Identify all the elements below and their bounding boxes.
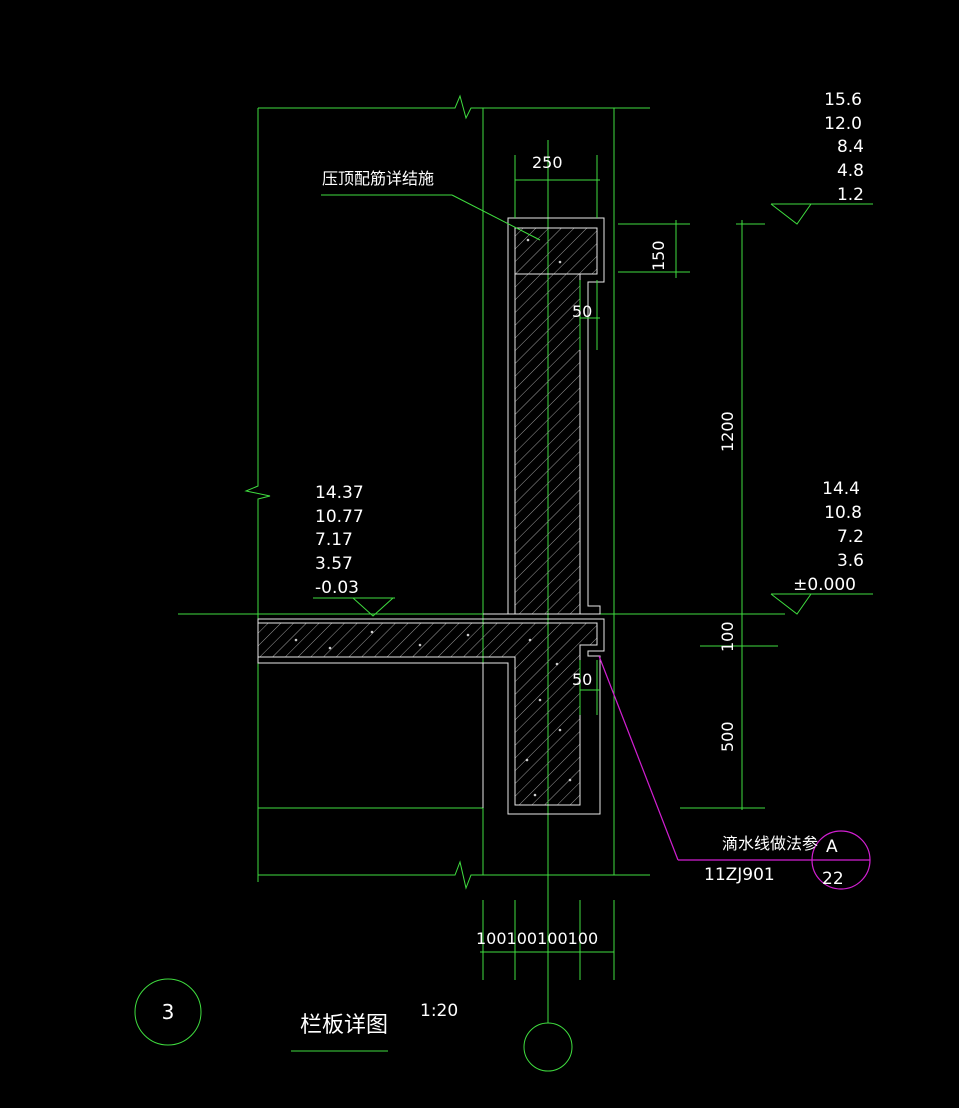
- drip-ref-code: 11ZJ901: [704, 865, 775, 885]
- dim-coping-height: 150: [649, 240, 668, 271]
- detail-number-circle: [134, 978, 202, 1046]
- svg-text:14.37: 14.37: [315, 483, 364, 503]
- svg-text:10.77: 10.77: [315, 507, 364, 527]
- svg-text:±0.000: ±0.000: [793, 575, 856, 595]
- dimension-lines: [480, 155, 778, 1023]
- coping-note-leader: [321, 194, 541, 241]
- coping-note: 压顶配筋详结施: [322, 169, 434, 188]
- level-mark-left: [313, 597, 395, 617]
- svg-text:15.6: 15.6: [824, 90, 862, 110]
- detail-scale: 1:20: [420, 1001, 458, 1021]
- level-mark-mid: [770, 593, 873, 615]
- svg-text:10.8: 10.8: [824, 503, 862, 523]
- svg-text:3.57: 3.57: [315, 554, 353, 574]
- drip-ref-number: 22: [822, 869, 844, 889]
- dim-slab-thickness: 100: [718, 621, 737, 652]
- svg-text:4.8: 4.8: [837, 161, 864, 181]
- detail-number: 3: [162, 1000, 175, 1024]
- dim-coping-width: 250: [532, 153, 563, 172]
- svg-text:7.17: 7.17: [315, 530, 353, 550]
- svg-text:-0.03: -0.03: [315, 578, 359, 598]
- axis-bubble: [523, 1022, 573, 1072]
- level-values-top-right: 15.6 12.0 8.4 4.8 1.2: [824, 90, 864, 205]
- dim-beam-drop: 500: [718, 721, 737, 752]
- svg-text:3.6: 3.6: [837, 551, 864, 571]
- concrete-section: [257, 217, 605, 815]
- level-values-mid-right: 14.4 10.8 7.2 3.6 ±0.000: [793, 479, 864, 595]
- svg-text:14.4: 14.4: [822, 479, 860, 499]
- dim-step-top: 50: [572, 302, 592, 321]
- drip-ref-letter: A: [826, 837, 838, 857]
- drip-note: 滴水线做法参: [722, 834, 818, 853]
- svg-text:8.4: 8.4: [837, 137, 864, 157]
- svg-text:12.0: 12.0: [824, 114, 862, 134]
- dim-parapet-height: 1200: [718, 411, 737, 452]
- level-mark-top: [770, 203, 873, 225]
- level-values-left: 14.37 10.77 7.17 3.57 -0.03: [315, 483, 364, 598]
- dim-bottom-widths: 100100100100: [476, 929, 598, 948]
- dim-step-bottom: 50: [572, 670, 592, 689]
- outline-lines: [178, 94, 785, 1000]
- svg-text:7.2: 7.2: [837, 527, 864, 547]
- detail-title: 栏板详图: [300, 1013, 388, 1038]
- svg-text:1.2: 1.2: [837, 185, 864, 205]
- drip-note-leader: [598, 655, 871, 890]
